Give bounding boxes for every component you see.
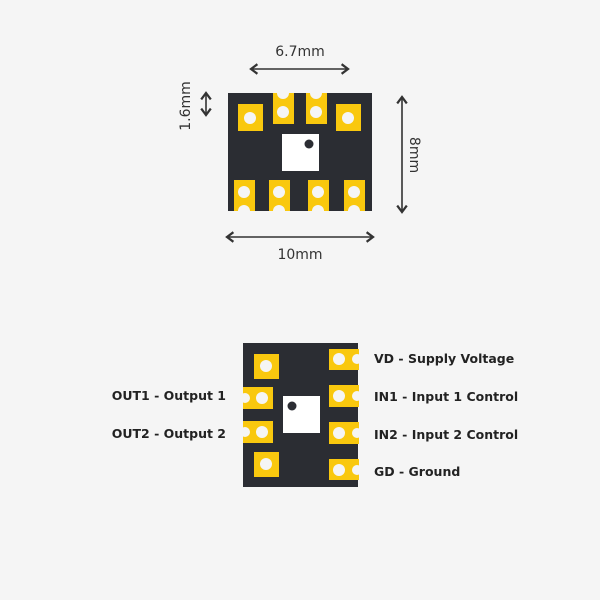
pin-label-out2: OUT2 - Output 2 xyxy=(112,426,226,441)
dim-width: 10mm xyxy=(277,247,322,263)
pin-label-gd: GD - Ground xyxy=(374,464,460,479)
dim-pad-length: 1.6mm xyxy=(178,81,194,131)
pin-label-in2: IN2 - Input 2 Control xyxy=(374,427,518,442)
dim-height: 8mm xyxy=(406,137,422,173)
dimension-arrows xyxy=(200,63,408,243)
pin-label-in1: IN1 - Input 1 Control xyxy=(374,389,518,404)
pinout-module xyxy=(240,343,362,487)
pin-label-out1: OUT1 - Output 1 xyxy=(112,388,226,403)
top-view-module xyxy=(228,87,372,217)
pin-label-vd: VD - Supply Voltage xyxy=(374,351,514,366)
dim-top-pitch: 6.7mm xyxy=(275,44,325,60)
